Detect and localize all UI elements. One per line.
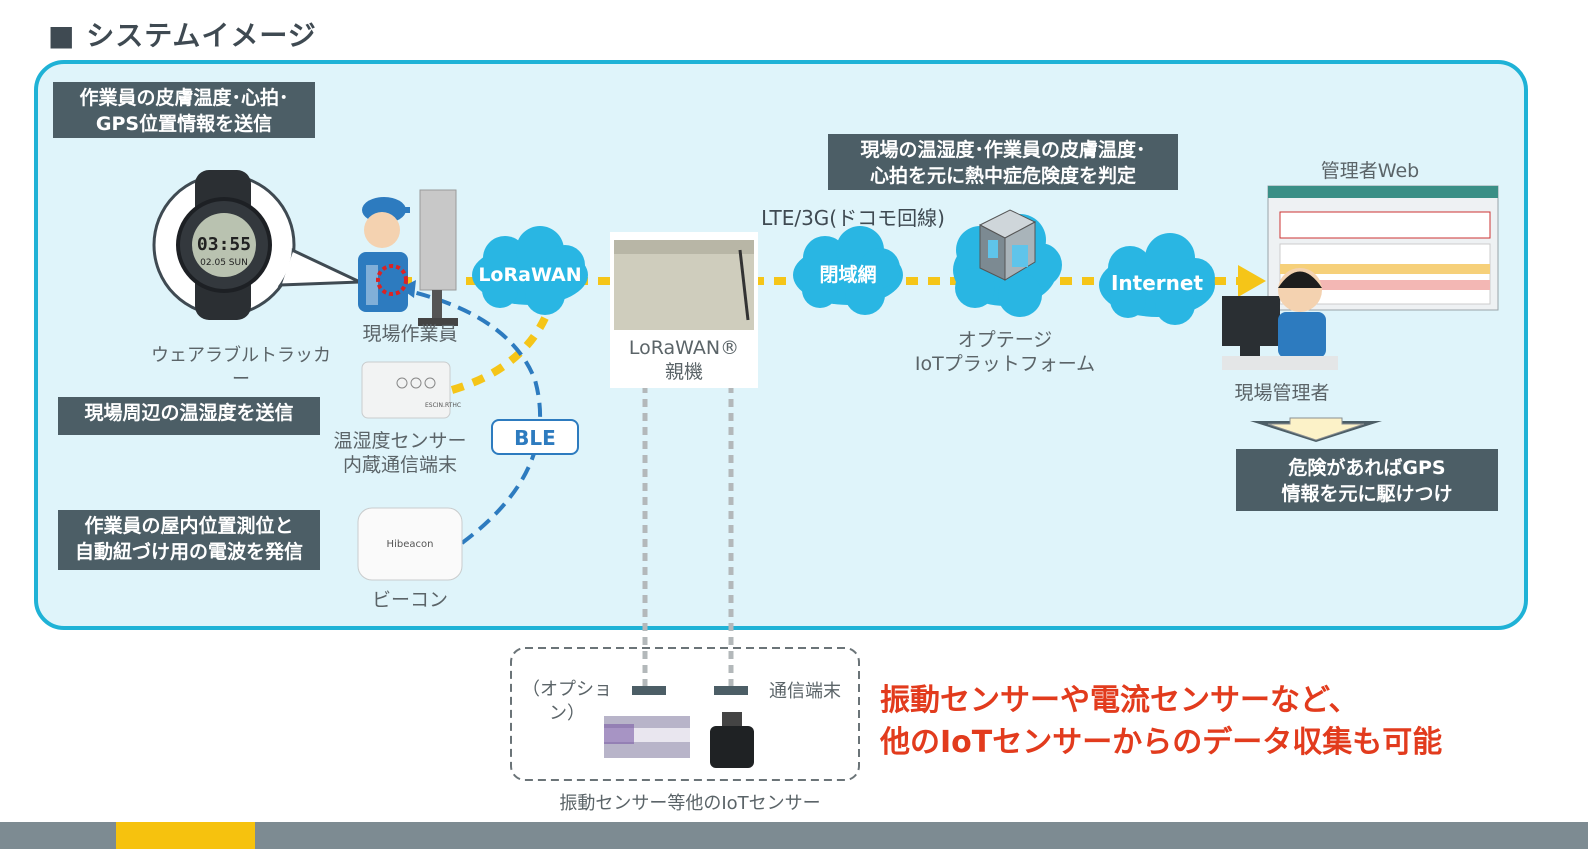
watch-screen bbox=[192, 213, 256, 277]
ble-badge: BLE bbox=[491, 419, 579, 455]
other-sensors-box bbox=[510, 647, 860, 781]
option-connector bbox=[632, 686, 666, 695]
beacon-brand-text: Hibeacon bbox=[387, 539, 434, 550]
platform-label: オプテージ IoTプラットフォーム bbox=[910, 328, 1100, 376]
beacon-label: ビーコン bbox=[371, 589, 448, 611]
ble-link bbox=[404, 288, 543, 545]
watch-bubble-pointer bbox=[277, 247, 361, 287]
sensor-label-line1: 温湿度センサー bbox=[333, 430, 467, 452]
manager-web-screen bbox=[1267, 185, 1499, 311]
judgement-box: 現場の温湿度･作業員の皮膚温度･ 心拍を元に熱中症危険度を判定 bbox=[828, 134, 1178, 190]
cloud-lorawan bbox=[472, 226, 588, 315]
footer-accent bbox=[116, 822, 255, 849]
sensor-brand-text: ESCIN.RTHC bbox=[425, 402, 461, 409]
vibration-sensor-icon bbox=[710, 712, 754, 768]
cloud-closed-network bbox=[793, 226, 903, 315]
send-vitals-box: 作業員の皮膚温度･心拍･ GPS位置情報を送信 bbox=[53, 82, 315, 138]
action-line2: 情報を元に駆けつけ bbox=[1281, 483, 1453, 505]
sensor-label-line2: 内蔵通信端末 bbox=[342, 454, 457, 476]
send-temp-text: 現場周辺の温湿度を送信 bbox=[84, 402, 294, 424]
beacon-purpose-line1: 作業員の屋内位置測位と bbox=[84, 515, 294, 537]
send-temp-box: 現場周辺の温湿度を送信 bbox=[58, 397, 320, 435]
judgement-line2: 心拍を元に熱中症危険度を判定 bbox=[869, 165, 1136, 187]
platform-label-line1: オプテージ bbox=[957, 329, 1053, 351]
beacon-purpose-box: 作業員の屋内位置測位と 自動紐づけ用の電波を発信 bbox=[58, 510, 320, 570]
gateway-label: LoRaWAN® 親機 bbox=[610, 336, 758, 388]
platform-label-line2: IoTプラットフォーム bbox=[914, 353, 1096, 375]
sensor-label: 温湿度センサー 内蔵通信端末 bbox=[320, 429, 480, 477]
manager-label: 現場管理者 bbox=[1234, 382, 1330, 404]
other-sensors-label: 振動センサー等他のIoTセンサー bbox=[559, 793, 821, 814]
red-note-line1: 振動センサーや電流センサーなど、 bbox=[880, 683, 1359, 718]
action-line1: 危険があればGPS bbox=[1288, 457, 1446, 479]
cloud-internet bbox=[1099, 233, 1215, 325]
action-box: 危険があればGPS 情報を元に駆けつけ bbox=[1236, 449, 1498, 511]
red-note: 振動センサーや電流センサーなど、 他のIoTセンサーからのデータ収集も可能 bbox=[880, 680, 1442, 764]
manager-web-label: 管理者Web bbox=[1320, 160, 1420, 182]
terminal-connector bbox=[714, 686, 748, 695]
wearable-label: ウェアラブルトラッカー bbox=[151, 345, 331, 390]
temp-sensor-icon: ESCIN.RTHC bbox=[361, 361, 461, 419]
option-sensor-icon bbox=[604, 716, 690, 758]
field-worker-label: 現場作業員 bbox=[362, 323, 458, 345]
cloud-internet-label: Internet bbox=[1111, 271, 1203, 295]
beacon-purpose-line2: 自動紐づけ用の電波を発信 bbox=[74, 541, 303, 563]
comm-terminal-label: 通信端末 bbox=[769, 681, 841, 702]
worker-icon bbox=[358, 189, 458, 326]
judgement-line1: 現場の温湿度･作業員の皮膚温度･ bbox=[860, 139, 1146, 161]
gateway-label-line2: 親機 bbox=[664, 361, 703, 383]
server-icon bbox=[978, 209, 1037, 281]
beacon-icon: Hibeacon bbox=[357, 507, 463, 581]
watch-date: 02.05 SUN bbox=[200, 258, 248, 268]
send-vitals-line1: 作業員の皮膚温度･心拍･ bbox=[79, 87, 289, 109]
footer-bar bbox=[0, 822, 1588, 849]
send-vitals-line2: GPS位置情報を送信 bbox=[95, 113, 273, 135]
cloud-closed-network-label: 閉域網 bbox=[819, 263, 876, 286]
red-note-line2: 他のIoTセンサーからのデータ収集も可能 bbox=[880, 725, 1443, 760]
watch-time: 03:55 bbox=[197, 234, 251, 255]
gateway-label-line1: LoRaWAN® bbox=[628, 337, 740, 359]
cloud-lorawan-label: LoRaWAN bbox=[478, 264, 581, 286]
manager-icon bbox=[1222, 268, 1338, 370]
down-arrow-icon bbox=[1267, 417, 1365, 441]
link-arrowhead bbox=[1238, 265, 1266, 297]
section-title: ■ システムイメージ bbox=[48, 19, 317, 52]
option-label: （オプション） bbox=[522, 679, 612, 724]
lte-label: LTE/3G(ドコモ回線) bbox=[761, 206, 945, 230]
